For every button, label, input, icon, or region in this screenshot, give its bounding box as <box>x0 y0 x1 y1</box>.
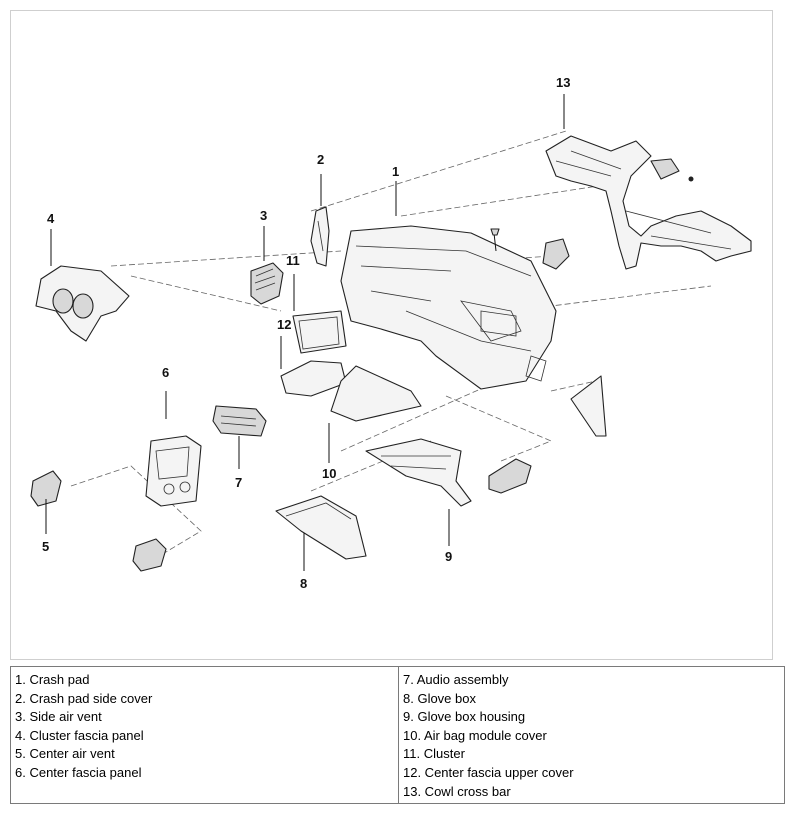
audio-assembly <box>212 405 267 437</box>
cluster-fascia-panel <box>35 265 130 342</box>
legend-item: 12. Center fascia upper cover <box>403 764 574 780</box>
glove-box-housing <box>365 438 472 507</box>
glove-box <box>275 495 367 560</box>
legend-item: 8. Glove box <box>403 690 476 706</box>
leader-lines <box>45 94 565 571</box>
switch-assembly <box>488 458 532 494</box>
callout-labels: 1 2 3 4 5 6 7 8 9 10 11 12 13 <box>42 75 570 591</box>
callout-11: 11 <box>286 253 300 268</box>
center-fascia-panel <box>145 435 202 507</box>
legend-item: 1. Crash pad <box>15 672 90 687</box>
callout-6: 6 <box>162 365 169 380</box>
legend-item: 9. Glove box housing <box>403 709 526 725</box>
exploded-view-diagram: 1 2 3 4 5 6 7 8 9 10 11 12 13 <box>10 10 773 660</box>
callout-2: 2 <box>317 152 324 167</box>
cowl-cross-bar <box>542 135 752 270</box>
side-air-vent <box>250 262 284 305</box>
legend-item: 10. Air bag module cover <box>403 727 547 743</box>
legend-column-right: 7. Audio assembly 8. Glove box 9. Glove … <box>399 667 784 803</box>
callout-4: 4 <box>47 211 55 226</box>
diagram-canvas: 1 2 3 4 5 6 7 8 9 10 11 12 13 <box>30 75 752 591</box>
callout-1: 1 <box>392 164 399 179</box>
legend-column-left: 1. Crash pad 2. Crash pad side cover 3. … <box>11 667 399 803</box>
crash-pad-side-cover <box>310 206 330 267</box>
legend-item: 6. Center fascia panel <box>15 764 142 780</box>
legend-item: 3. Side air vent <box>15 709 102 725</box>
cluster <box>292 310 347 354</box>
legend-item: 2. Crash pad side cover <box>15 690 153 706</box>
callout-10: 10 <box>322 466 336 481</box>
center-fascia-upper-cover <box>280 360 347 397</box>
legend-item: 5. Center air vent <box>15 746 115 762</box>
legend-item: 13. Cowl cross bar <box>403 783 511 799</box>
parts-legend-table: 1. Crash pad 2. Crash pad side cover 3. … <box>10 666 785 804</box>
callout-9: 9 <box>445 549 452 564</box>
legend-item: 7. Audio assembly <box>403 672 509 687</box>
callout-5: 5 <box>42 539 49 554</box>
center-air-vent <box>30 470 167 572</box>
bolt <box>490 228 500 252</box>
side-cover-right <box>570 375 607 437</box>
callout-7: 7 <box>235 475 242 490</box>
legend-item: 4. Cluster fascia panel <box>15 727 144 743</box>
legend-item: 11. Cluster <box>403 746 465 762</box>
callout-8: 8 <box>300 576 307 591</box>
callout-12: 12 <box>277 317 291 332</box>
air-bag-module-cover <box>330 365 422 422</box>
callout-13: 13 <box>556 75 570 90</box>
callout-3: 3 <box>260 208 267 223</box>
crash-pad <box>340 225 557 390</box>
